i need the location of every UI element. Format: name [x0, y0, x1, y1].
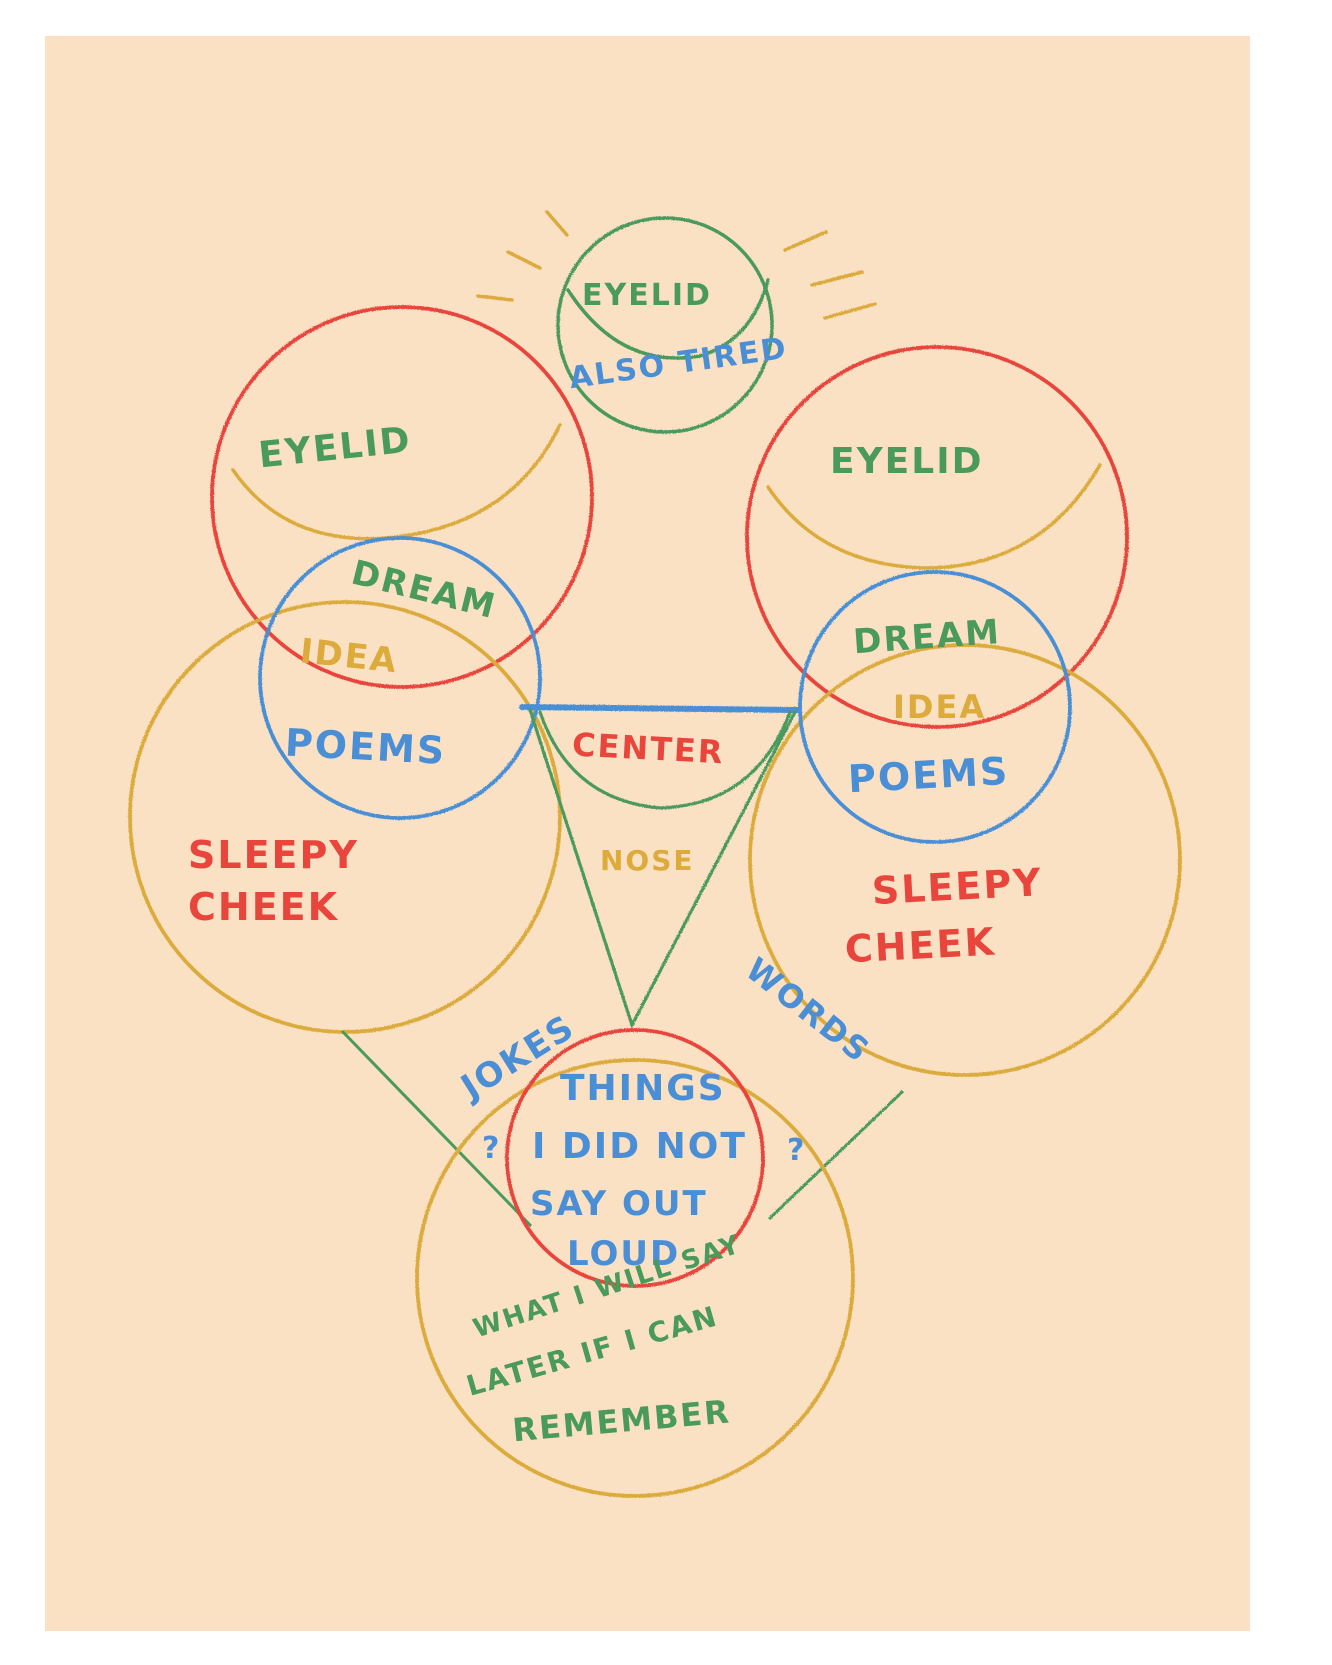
ray-left-3 [476, 294, 514, 302]
ray-left-2 [506, 250, 542, 270]
ray-right-3 [823, 302, 877, 320]
question-mark-left: ? [482, 1131, 501, 1166]
ray-right-2 [810, 270, 864, 287]
left-sleepy-label: SLEEPY [188, 833, 359, 877]
right-idea-label: IDEA [893, 688, 986, 726]
left-eye-circle [210, 305, 594, 689]
ray-left-1 [545, 210, 569, 237]
top-eyelid-arc [566, 278, 770, 360]
right-poems-label: POEMS [847, 749, 1010, 801]
top-rays [476, 210, 877, 320]
right-eye-circle [745, 345, 1129, 729]
mouth-line-4: LOUD [567, 1234, 680, 1274]
top-eyelid-label: EYELID [582, 278, 712, 313]
right-cheek-label: CHEEK [844, 920, 997, 972]
top-circle [556, 216, 774, 434]
right-cheek-circle [748, 643, 1182, 1077]
center-label: CENTER [571, 725, 725, 771]
ray-right-1 [783, 230, 828, 252]
right-eyelid-label: EYELID [830, 441, 983, 482]
center-bridge-line [519, 704, 801, 713]
mouth-line-3: SAY OUT [530, 1184, 708, 1224]
right-mouth-line [768, 1090, 904, 1220]
right-eyelid-arc [766, 463, 1102, 570]
center-arc [538, 710, 792, 810]
left-mouth-line [341, 1030, 532, 1227]
right-sleepy-label: SLEEPY [871, 860, 1044, 913]
mouth-circle [505, 1028, 765, 1288]
mouth-line-2: I DID NOT [532, 1126, 747, 1167]
paper-sheet [45, 36, 1250, 1631]
left-dream-circle [258, 536, 542, 820]
nose-label: NOSE [600, 844, 695, 877]
left-cheek-label: CHEEK [188, 885, 339, 929]
mouth-line-1: THINGS [560, 1068, 726, 1109]
question-mark-right: ? [787, 1133, 806, 1168]
right-dream-circle [798, 570, 1072, 844]
later-circle [415, 1058, 855, 1498]
nose-triangle [528, 708, 797, 1030]
left-poems-label: POEMS [284, 721, 447, 773]
